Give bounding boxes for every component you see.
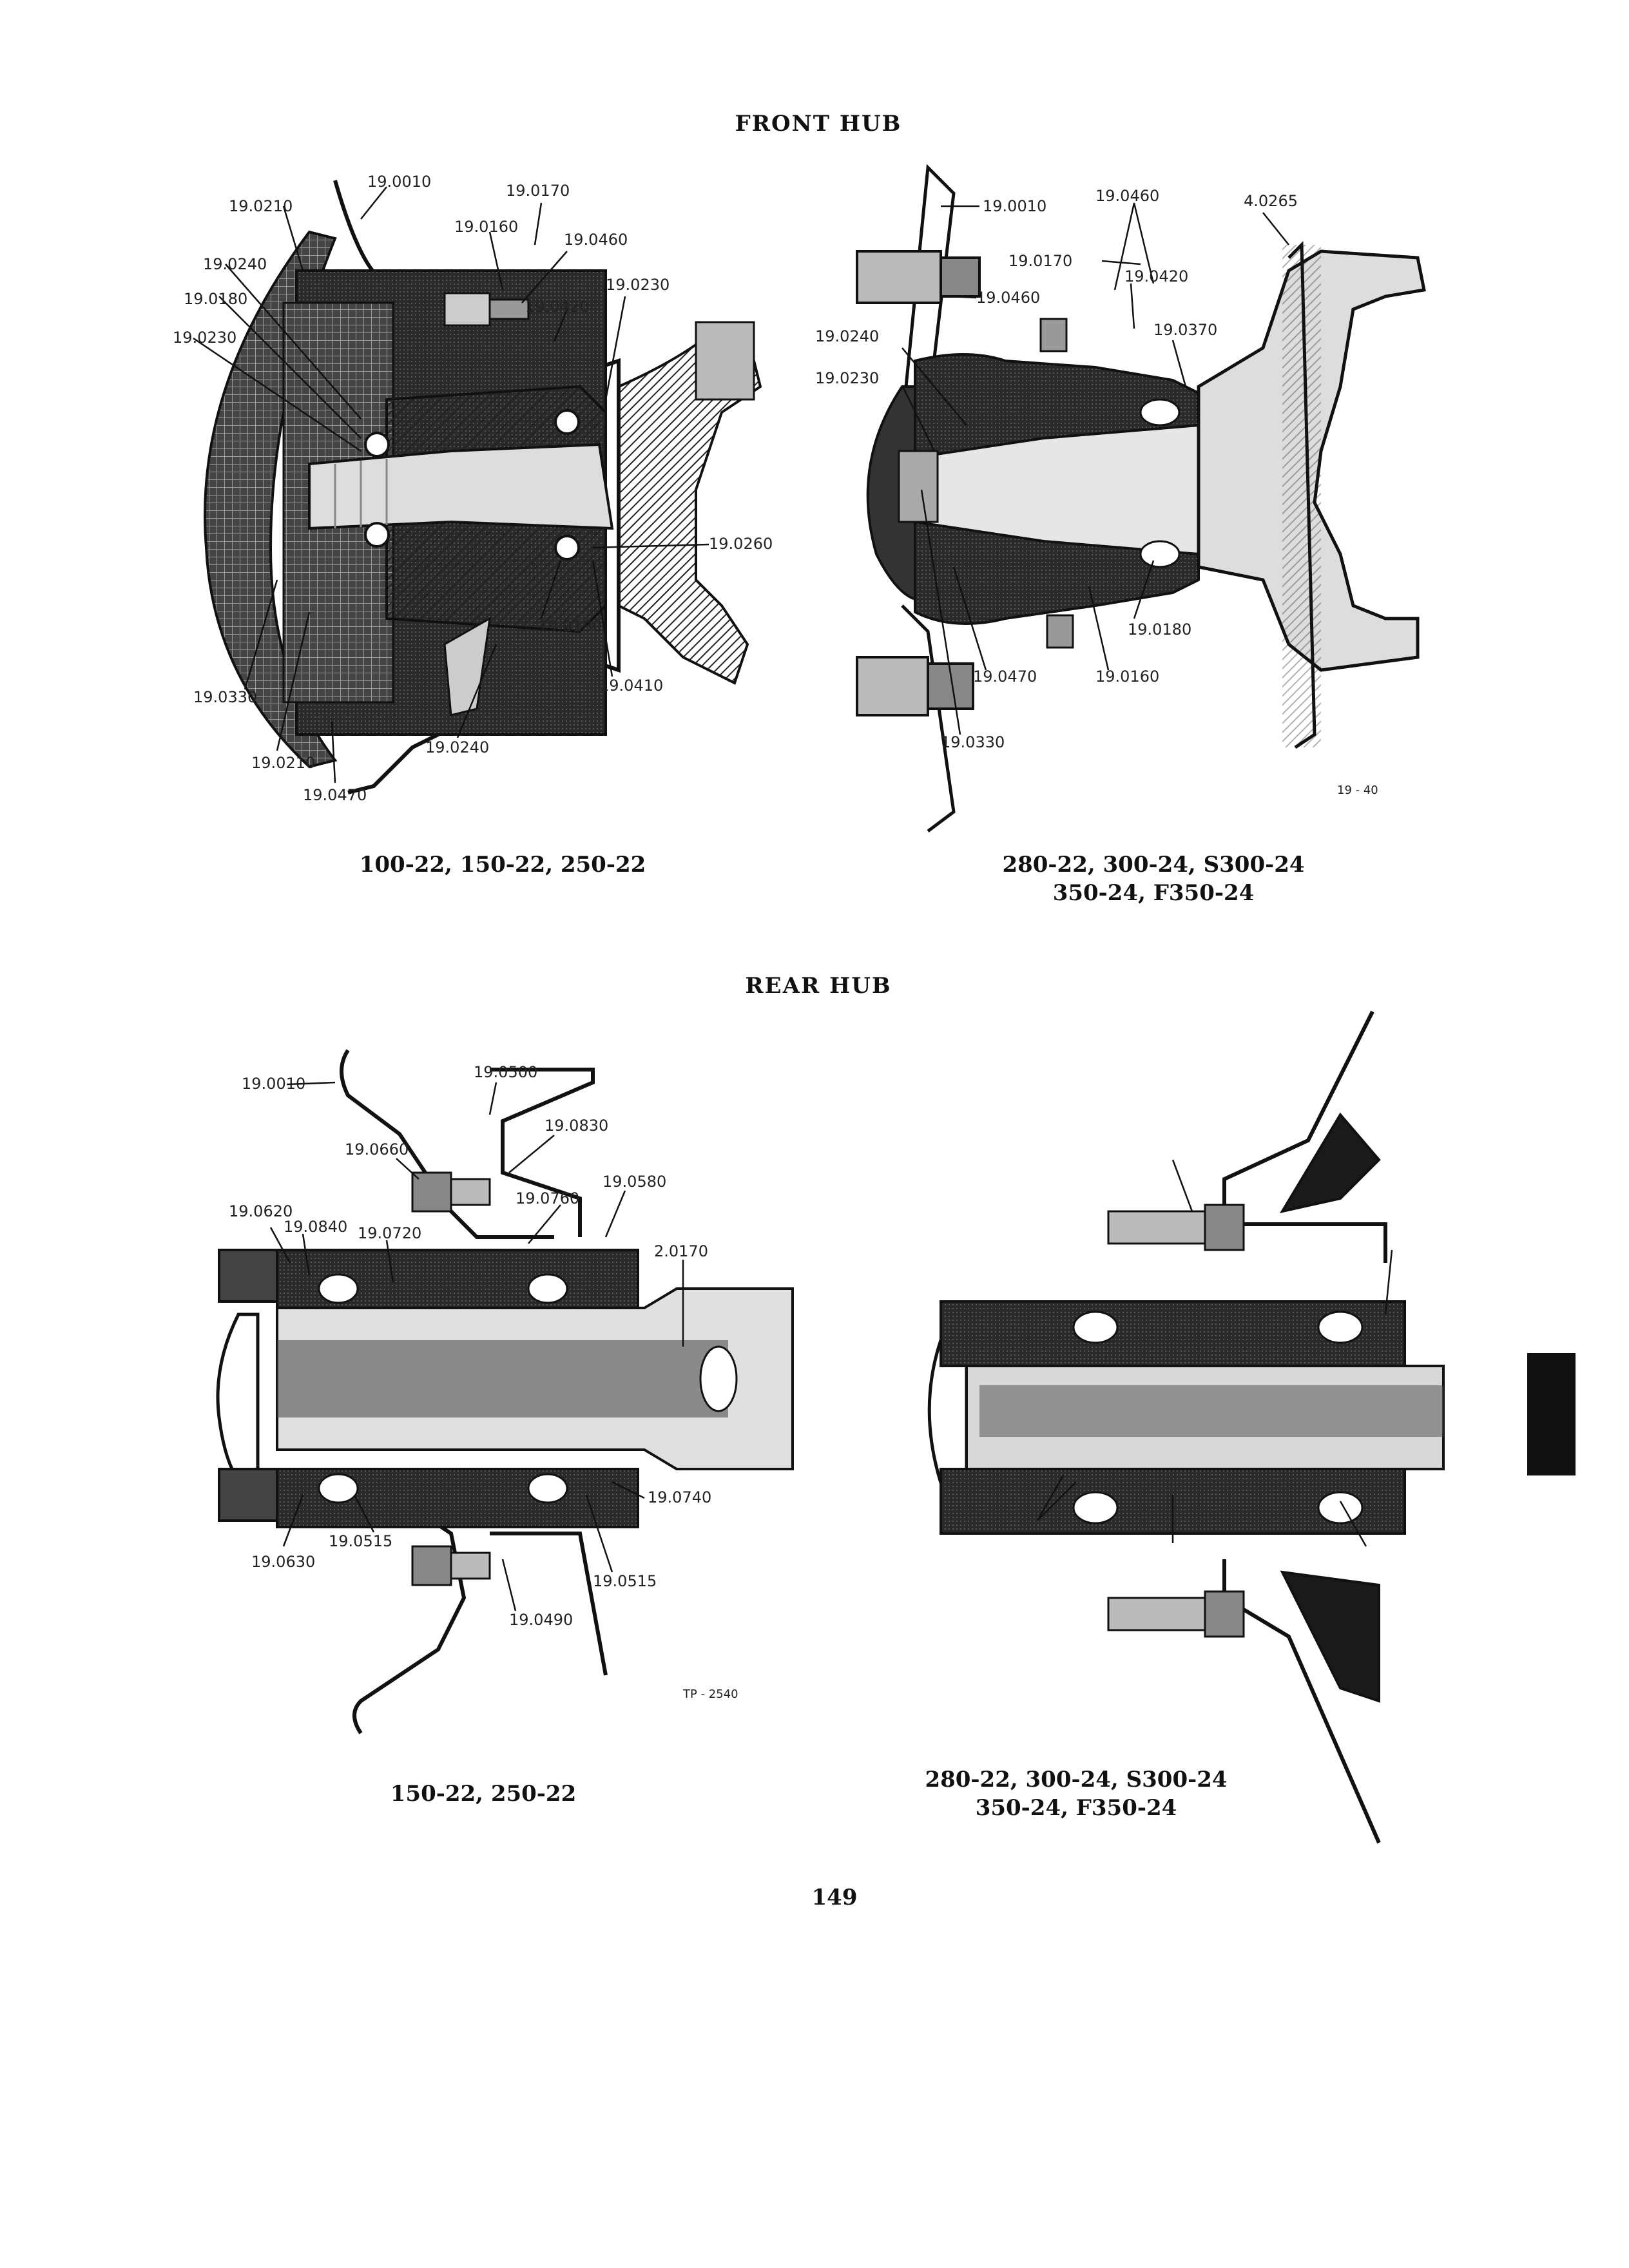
rear-right-caption-line1: 280-22, 300-24, S300-24 bbox=[925, 1767, 1228, 1792]
callout: 19.0370 bbox=[1153, 321, 1217, 339]
callout: 19.0330 bbox=[941, 733, 1005, 751]
front-left-callouts: 19.0010 19.0210 19.0170 19.0160 19.0460 … bbox=[173, 173, 773, 804]
spindle bbox=[308, 443, 614, 530]
callout: 19.0160 bbox=[1095, 668, 1159, 686]
callout: 2.0170 bbox=[654, 1242, 708, 1260]
callout: 19.0580 bbox=[602, 1173, 666, 1191]
callout: 19.0180 bbox=[538, 617, 602, 635]
callout: 19.0010 bbox=[242, 1075, 305, 1093]
callout: 19.0515 bbox=[593, 1572, 657, 1590]
callout: 19.0170 bbox=[1008, 252, 1072, 270]
rear-left-callouts: 19.0010 19.0500 19.0830 19.0660 19.0580 … bbox=[229, 1063, 711, 1629]
page-number: 149 bbox=[811, 1885, 858, 1910]
callout: 19.0490 bbox=[509, 1611, 573, 1629]
callout: 19.0240 bbox=[203, 255, 267, 273]
callout: 19.0620 bbox=[229, 1202, 293, 1220]
callout: 19.0230 bbox=[815, 369, 879, 387]
callout: 19.0230 bbox=[606, 276, 670, 294]
callout: 19.0210 bbox=[251, 754, 315, 772]
front-right-caption-line2: 350-24, F350-24 bbox=[1052, 880, 1255, 906]
figure-code: TP - 2540 bbox=[682, 1687, 738, 1701]
callout: 19.0240 bbox=[425, 738, 489, 756]
callout: 19.0160 bbox=[454, 218, 518, 236]
callout: 19.0830 bbox=[545, 1117, 608, 1135]
rear-hub-left-figure: 19.0010 19.0500 19.0830 19.0660 19.0580 … bbox=[216, 1049, 794, 1735]
callout: 19.0240 bbox=[815, 327, 879, 345]
callout: 19.0470 bbox=[973, 668, 1037, 686]
callout: 19.0720 bbox=[358, 1224, 421, 1242]
callout: 19.0410 bbox=[599, 677, 663, 695]
callout: 19.0420 bbox=[1124, 267, 1188, 285]
callout: 19.0660 bbox=[345, 1140, 409, 1158]
callout: 19.0515 bbox=[329, 1532, 392, 1550]
front-right-callouts: 19.0010 19.0460 4.0265 19.0170 19.0420 1… bbox=[815, 187, 1298, 751]
hubcap bbox=[866, 385, 916, 601]
rear-hub-title: REAR HUB bbox=[745, 973, 892, 999]
callout: 19.0260 bbox=[709, 535, 773, 553]
callout: 19.0180 bbox=[184, 290, 247, 308]
rear-right-caption-line2: 350-24, F350-24 bbox=[975, 1795, 1177, 1821]
rear-left-caption: 150-22, 250-22 bbox=[390, 1781, 577, 1807]
hubcap-dome bbox=[204, 230, 338, 769]
front-hub-right-figure: 19.0010 19.0460 4.0265 19.0170 19.0420 1… bbox=[815, 164, 1426, 832]
callout: 19.0840 bbox=[284, 1218, 347, 1236]
callout: 19.0630 bbox=[251, 1553, 315, 1571]
front-left-caption: 100-22, 150-22, 250-22 bbox=[359, 852, 646, 878]
callout: 19.0460 bbox=[1095, 187, 1159, 205]
callout: 19.0500 bbox=[474, 1063, 537, 1081]
callout: 19.0010 bbox=[983, 197, 1046, 215]
callout: 19.0420 bbox=[525, 298, 589, 316]
front-right-caption-line1: 280-22, 300-24, S300-24 bbox=[1002, 852, 1305, 878]
callout: 19.0740 bbox=[648, 1488, 711, 1506]
section-tab-marker bbox=[1527, 1353, 1576, 1475]
callout: 4.0265 bbox=[1244, 192, 1298, 210]
rear-hub-right-figure bbox=[927, 1010, 1445, 1844]
figure-code: 19 - 40 bbox=[1337, 783, 1378, 797]
callout: 19.0460 bbox=[976, 289, 1040, 307]
callout: 19.0170 bbox=[506, 182, 570, 200]
hub-cap bbox=[216, 1312, 260, 1490]
callout: 19.0010 bbox=[367, 173, 431, 191]
callout: 19.0210 bbox=[229, 197, 293, 215]
callout: 19.0330 bbox=[193, 688, 257, 706]
callout: 19.0470 bbox=[303, 786, 367, 804]
front-hub-left-figure: 19.0010 19.0210 19.0170 19.0160 19.0460 … bbox=[173, 173, 773, 804]
callout: 19.0180 bbox=[1128, 620, 1191, 639]
callout: 19.0460 bbox=[564, 231, 628, 249]
callout: 19.0760 bbox=[516, 1189, 579, 1207]
callout: 19.0230 bbox=[173, 329, 236, 347]
front-hub-title: FRONT HUB bbox=[735, 111, 902, 137]
